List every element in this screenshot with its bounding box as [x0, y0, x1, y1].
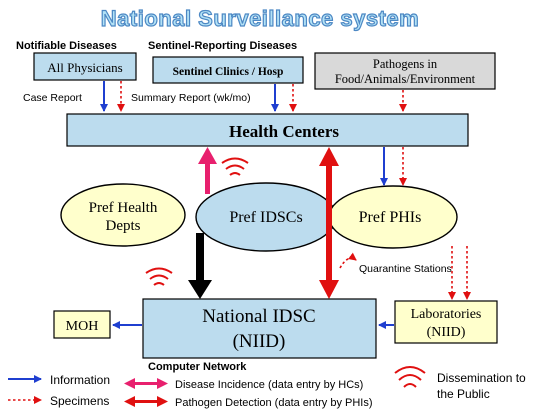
laboratories-label-line1: Laboratories [411, 307, 482, 322]
pathogens-box: Pathogens in Food/Animals/Environment [314, 52, 496, 90]
legend-dissemination-line2: the Public [437, 387, 490, 401]
notifiable-diseases-label: Notifiable Diseases [16, 40, 117, 52]
signal-icon-hc [221, 157, 249, 176]
pathogens-label-line1: Pathogens in [373, 57, 438, 71]
sentinel-clinics-label: Sentinel Clinics / Hosp [173, 66, 284, 78]
disease-incidence-arrow [198, 147, 217, 194]
diagram-title: National Surveillance system [101, 6, 419, 31]
health-centers-box: Health Centers [66, 113, 469, 147]
pref-idscs-node: Pref IDSCs [195, 182, 337, 252]
quarantine-label: Quarantine Stations [359, 263, 452, 275]
health-centers-label: Health Centers [229, 122, 339, 141]
moh-box: MOH [53, 310, 111, 339]
legend-pathogen-arrow [124, 396, 168, 407]
legend-pathogen-label: Pathogen Detection (data entry by PHIs) [175, 397, 373, 409]
pathogens-label-line2: Food/Animals/Environment [335, 72, 476, 86]
sentinel-clinics-box: Sentinel Clinics / Hosp [152, 56, 304, 84]
pref-phis-label: Pref PHIs [359, 209, 422, 226]
pathogen-detection-arrow [319, 147, 339, 299]
national-idsc-box: National IDSC (NIID) [142, 298, 377, 359]
pref-phis-node: Pref PHIs [328, 185, 458, 249]
legend-disease-label: Disease Incidence (data entry by HCs) [175, 379, 363, 391]
national-idsc-label-line1: National IDSC [202, 306, 315, 327]
case-report-label: Case Report [23, 92, 82, 104]
legend-signal-icon [394, 366, 426, 388]
legend-dissemination-line1: Dissemination to [437, 371, 526, 385]
pref-idscs-label: Pref IDSCs [229, 209, 302, 226]
national-idsc-label-line2: (NIID) [233, 331, 286, 352]
legend-information-label: Information [50, 373, 110, 387]
legend-disease-arrow [124, 378, 168, 389]
pref-health-label-line1: Pref Health [89, 200, 158, 216]
all-physicians-box: All Physicians [33, 52, 137, 81]
laboratories-label-line2: (NIID) [427, 325, 466, 340]
signal-icon-national [145, 267, 173, 286]
idsc-to-national-arrow [188, 233, 212, 299]
laboratories-box: Laboratories (NIID) [394, 300, 498, 344]
summary-report-label: Summary Report (wk/mo) [131, 92, 251, 104]
legend-specimens-label: Specimens [50, 394, 109, 408]
all-physicians-label: All Physicians [47, 60, 122, 75]
quarantine-arrow [339, 252, 357, 269]
pref-health-label-line2: Depts [106, 218, 141, 234]
moh-label: MOH [66, 319, 99, 334]
computer-network-label: Computer Network [148, 361, 247, 373]
pref-health-depts-node: Pref Health Depts [60, 183, 186, 247]
sentinel-diseases-label: Sentinel-Reporting Diseases [148, 40, 297, 52]
legend: Information Specimens Disease Incidence … [8, 366, 526, 409]
